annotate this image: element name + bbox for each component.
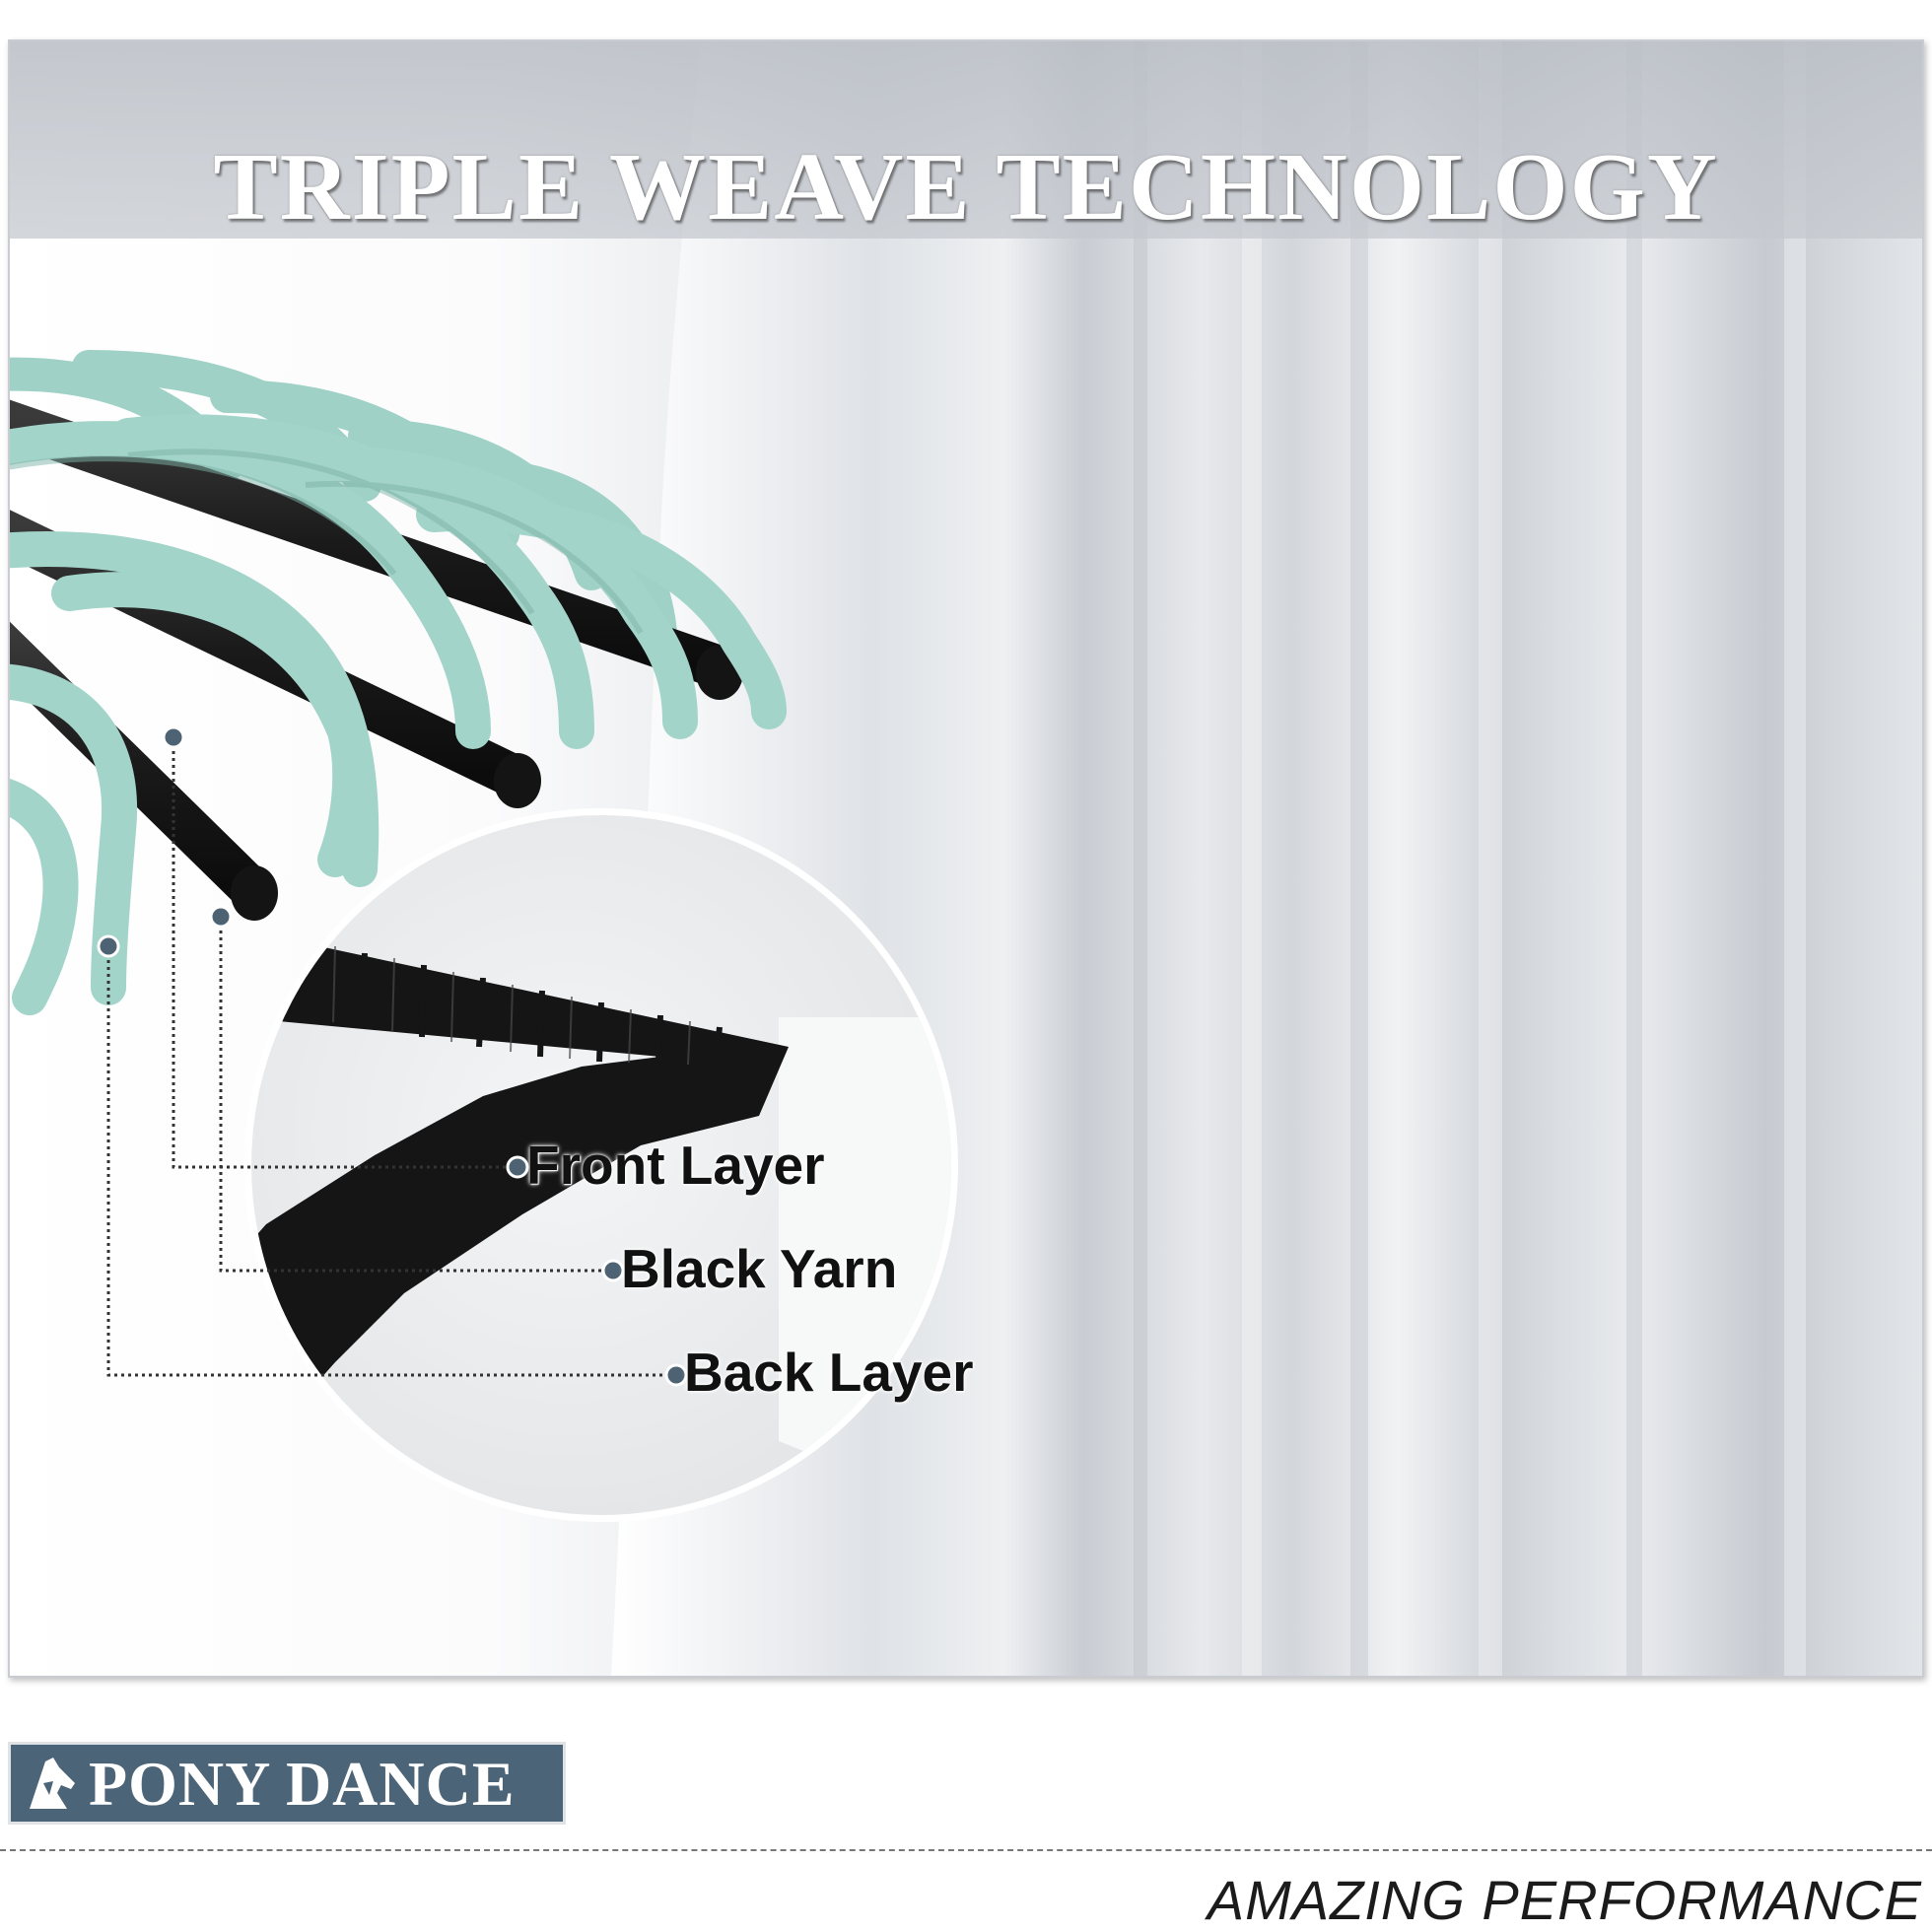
banner-title: TRIPLE WEAVE TECHNOLOGY <box>213 134 1719 241</box>
callout-label-back-layer: Back Layer <box>684 1342 974 1403</box>
brand-logo: PONY DANCE <box>8 1742 566 1825</box>
callout-dots <box>97 725 688 1387</box>
callout-label-black-yarn: Black Yarn <box>621 1238 898 1299</box>
pony-head-icon <box>30 1758 75 1809</box>
brand-name: PONY DANCE <box>89 1749 516 1819</box>
callout-leaders <box>106 737 674 1377</box>
curtain-scene <box>10 41 1922 1676</box>
footer-tagline: AMAZING PERFORMANCE <box>1207 1869 1922 1931</box>
weave-diagram <box>10 350 787 1015</box>
fabric-zoom-circle <box>244 808 958 1522</box>
callout-label-front-layer: Front Layer <box>526 1135 825 1196</box>
footer-divider <box>0 1849 1932 1851</box>
product-image-frame: TRIPLE WEAVE TECHNOLOGY Front Layer Blac… <box>8 39 1924 1678</box>
